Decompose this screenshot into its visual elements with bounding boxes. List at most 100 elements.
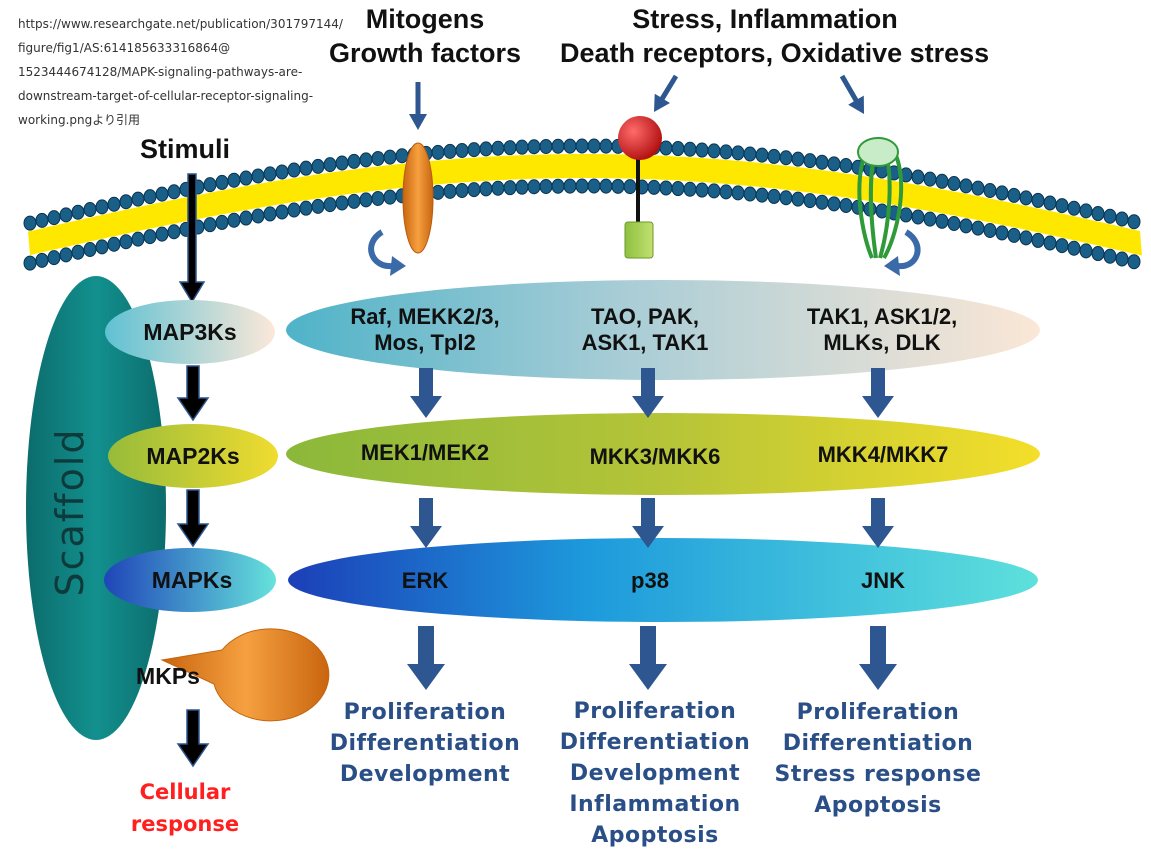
- outcome-item: Differentiation: [329, 731, 521, 756]
- map2k-to-mapk-arrow: [632, 498, 664, 548]
- map3k-to-map2k-arrow: [410, 368, 442, 418]
- membrane-head: [23, 215, 37, 231]
- map2k-level-shape: [108, 424, 278, 488]
- membrane-head: [839, 158, 853, 174]
- map2k-band: [286, 413, 1040, 495]
- membrane-head: [1055, 238, 1069, 254]
- p38-outcomes: Proliferation Differentiation Developmen…: [540, 696, 770, 851]
- membrane-head: [215, 174, 229, 190]
- cellular-response-line: Cellular: [139, 780, 231, 804]
- outcome-item: Inflammation: [569, 792, 741, 817]
- membrane-head: [1079, 243, 1093, 259]
- membrane-head: [827, 156, 841, 172]
- membrane-head: [827, 196, 841, 212]
- jnk-outcomes: Proliferation Differentiation Stress res…: [758, 697, 998, 821]
- membrane-head: [155, 186, 169, 202]
- membrane-head: [1043, 235, 1057, 251]
- membrane-head: [779, 190, 793, 206]
- membrane-head: [491, 140, 505, 156]
- map3k-level-shape: [105, 300, 275, 364]
- mapk-level-shape: [104, 548, 276, 612]
- membrane-head: [323, 197, 337, 213]
- membrane-head: [59, 207, 73, 223]
- mitogen-arrow: [409, 82, 427, 130]
- outcome-item: Proliferation: [796, 700, 960, 725]
- membrane-head: [587, 178, 601, 194]
- membrane-head: [35, 252, 49, 268]
- membrane-head: [83, 202, 97, 218]
- stress-label: Stress, Inflammation Death receptors, Ox…: [560, 2, 990, 70]
- membrane-head: [935, 173, 949, 189]
- membrane-head: [959, 218, 973, 234]
- membrane-head: [71, 244, 85, 260]
- membrane-head: [911, 209, 925, 225]
- stress-line: Death receptors, Oxidative stress: [560, 38, 990, 68]
- membrane-head: [83, 242, 97, 258]
- mkp-level-label: MKPs: [136, 663, 200, 689]
- erk-label: ERK: [401, 568, 449, 593]
- membrane-head: [1091, 246, 1105, 262]
- erk-map3k-label: Raf, MEKK2/3, Mos, Tpl2: [320, 304, 530, 356]
- p38-map3k-line: TAO, PAK,: [591, 304, 699, 329]
- level-arrow: [176, 489, 210, 548]
- membrane-head: [551, 138, 565, 154]
- membrane-head: [803, 153, 817, 169]
- membrane-head: [935, 213, 949, 229]
- growth-factor-receptor: [402, 142, 434, 254]
- membrane-head: [923, 171, 937, 187]
- membrane-head: [431, 144, 445, 160]
- membrane-head: [383, 189, 397, 205]
- membrane-head: [911, 169, 925, 185]
- source-line: downstream-target-of-cellular-receptor-s…: [18, 89, 314, 103]
- membrane-head: [167, 224, 181, 240]
- p38-map3k-label: TAO, PAK, ASK1, TAK1: [540, 304, 750, 356]
- membrane-head: [107, 196, 121, 212]
- scaffold-label: Scaffold: [48, 427, 92, 597]
- membrane-head: [1031, 192, 1045, 208]
- erk-map3k-line: Mos, Tpl2: [374, 330, 476, 355]
- outcome-item: Differentiation: [782, 731, 974, 756]
- membrane-head: [263, 166, 277, 182]
- curved-arrow-left: [368, 229, 393, 270]
- mitogens-line: Mitogens: [365, 4, 485, 34]
- membrane-head: [575, 178, 589, 194]
- membrane-head: [695, 182, 709, 198]
- map3k-level-label: MAP3Ks: [143, 319, 237, 345]
- membrane-head: [23, 255, 37, 271]
- membrane-head: [719, 144, 733, 160]
- membrane-head: [587, 138, 601, 154]
- source-citation: https://www.researchgate.net/publication…: [18, 12, 358, 132]
- membrane-head: [923, 211, 937, 227]
- membrane-head: [35, 212, 49, 228]
- membrane-head: [575, 138, 589, 154]
- membrane-head: [1115, 251, 1129, 267]
- membrane-head: [971, 220, 985, 236]
- stress-arrow-right: [839, 74, 864, 114]
- membrane-head: [527, 139, 541, 155]
- membrane-head: [1007, 187, 1021, 203]
- membrane-head: [755, 147, 769, 163]
- erk-map3k-line: Raf, MEKK2/3,: [350, 304, 500, 329]
- membrane-head: [539, 178, 553, 194]
- membrane-head: [611, 178, 625, 194]
- membrane-head: [323, 157, 337, 173]
- membrane-head: [599, 178, 613, 194]
- membrane-head: [947, 176, 961, 192]
- membrane-head: [227, 212, 241, 228]
- membrane-head: [599, 138, 613, 154]
- membrane-head: [503, 180, 517, 196]
- membrane-head: [671, 181, 685, 197]
- membrane-head: [563, 138, 577, 154]
- membrane-head: [707, 143, 721, 159]
- membrane-head: [263, 206, 277, 222]
- mapk-to-outcome-arrow: [629, 626, 667, 690]
- mapk-to-outcome-arrow: [859, 626, 897, 690]
- membrane-head: [1067, 200, 1081, 216]
- membrane-head: [347, 153, 361, 169]
- scaffold-shape: [26, 276, 166, 740]
- membrane-head: [107, 236, 121, 252]
- membrane-head: [335, 195, 349, 211]
- membrane-head: [983, 183, 997, 199]
- p38-map3k-line: ASK1, TAK1: [581, 330, 709, 355]
- membrane-head: [143, 189, 157, 205]
